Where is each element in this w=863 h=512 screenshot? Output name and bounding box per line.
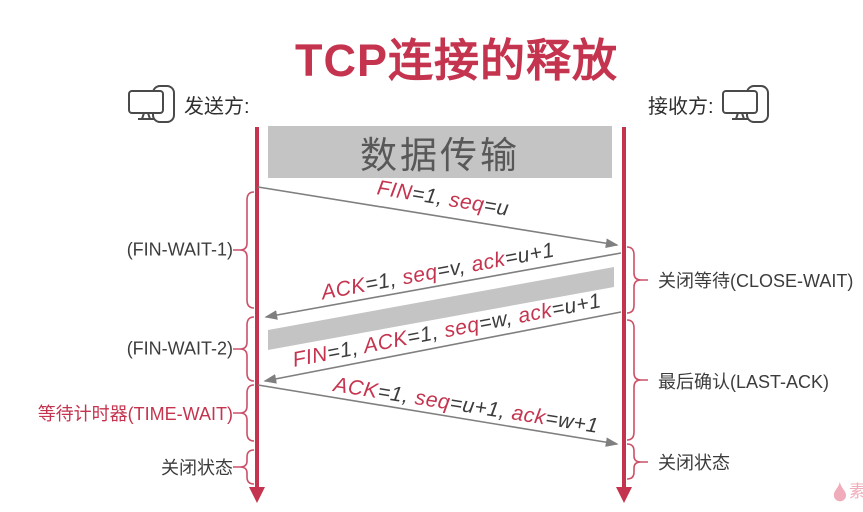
sender-computer-icon — [127, 84, 177, 124]
msg-keyword: ACK — [319, 273, 368, 305]
msg-value: =1, — [325, 335, 366, 366]
page-title: TCP连接的释放 — [294, 35, 618, 86]
msg-value: =u+1 — [503, 238, 557, 271]
close-wait-brace — [626, 246, 648, 314]
receiver-computer-icon — [721, 84, 771, 124]
sender-timeline-arrowhead — [249, 487, 265, 503]
message-label-final-ack: ACK=1, seq=u+1, ack=w+1 — [332, 373, 600, 439]
state-fin-wait-2: (FIN-WAIT-2) — [126, 338, 233, 359]
last-ack-brace — [626, 319, 648, 441]
msg-value: =1, — [405, 319, 447, 350]
receiver-closed-brace — [626, 443, 648, 480]
msg-value: =u+1 — [549, 289, 604, 322]
msg-keyword: FIN — [290, 342, 330, 372]
msg-value: =u — [482, 193, 511, 221]
sender-closed-brace — [233, 449, 255, 485]
message-label-fin: FIN=1, seq=u — [375, 176, 510, 221]
state-time-wait: 等待计时器(TIME-WAIT) — [37, 404, 233, 424]
receiver-label: 接收方: — [648, 95, 714, 118]
msg-keyword: seq — [442, 312, 482, 343]
state-sender-closed: 关闭状态 — [161, 458, 233, 478]
msg-keyword: ack — [469, 247, 508, 277]
msg-keyword: FIN — [375, 176, 415, 205]
sender-host: 发送方: — [127, 84, 250, 124]
msg-value: =u+1, — [448, 391, 514, 425]
state-last-ack: 最后确认(LAST-ACK) — [658, 372, 830, 392]
watermark-text: 素 — [849, 482, 863, 501]
receiver-timeline-arrowhead — [616, 487, 632, 503]
watermark: 素 — [832, 477, 863, 502]
msg-keyword: seq — [413, 386, 452, 415]
data-transfer-box: 数据传输 — [268, 126, 612, 178]
message-label-ack: ACK=1, seq=v, ack=u+1 — [319, 239, 556, 306]
state-fin-wait-1: (FIN-WAIT-1) — [126, 239, 233, 260]
flame-icon — [832, 481, 847, 502]
fin-wait-2-brace — [233, 316, 255, 382]
msg-keyword: ack — [510, 401, 548, 430]
msg-keyword: seq — [447, 188, 487, 217]
time-wait-brace — [233, 384, 255, 442]
sender-label: 发送方: — [184, 95, 250, 118]
msg-value: =1, — [410, 182, 452, 211]
receiver-host: 接收方: — [648, 84, 771, 124]
msg-keyword: ACK — [332, 373, 380, 403]
msg-value: =v, — [435, 253, 474, 283]
state-receiver-closed: 关闭状态 — [658, 453, 730, 473]
msg-value: =1, — [363, 266, 405, 297]
msg-keyword: seq — [400, 260, 440, 290]
fin-wait-1-brace — [233, 191, 255, 309]
msg-value: =1, — [376, 380, 417, 409]
msg-keyword: ACK — [361, 326, 410, 358]
msg-keyword: ack — [516, 298, 555, 328]
msg-value: =w+1 — [543, 406, 601, 438]
msg-value: =w, — [477, 305, 521, 336]
state-close-wait: 关闭等待(CLOSE-WAIT) — [658, 271, 854, 291]
